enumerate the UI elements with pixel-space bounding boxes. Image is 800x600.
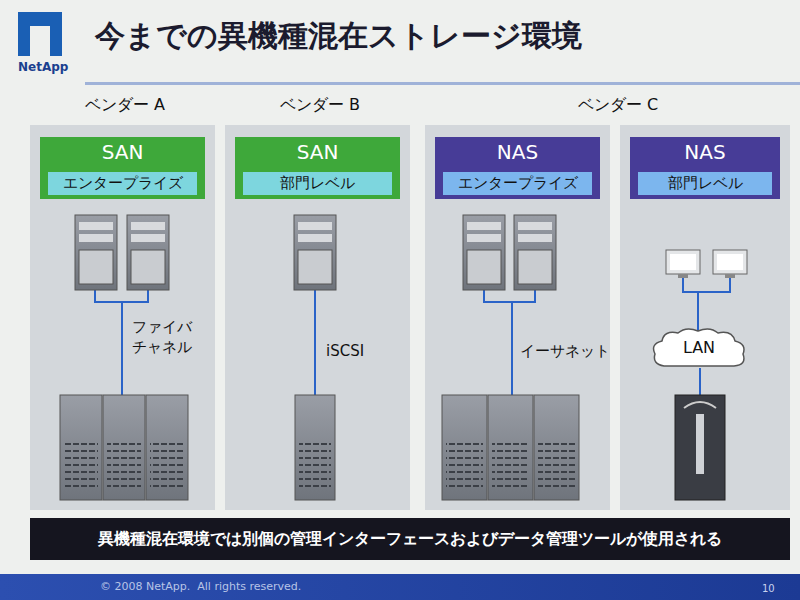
link-label: iSCSI: [326, 342, 364, 362]
type-band: NAS エンタープライズ: [435, 137, 600, 199]
link-label: イーサネット: [520, 342, 610, 362]
tier-band: 部門レベル: [638, 172, 772, 195]
tier-band: エンタープライズ: [443, 172, 592, 195]
tier-band-text: エンタープライズ: [63, 175, 183, 192]
vendor-label: ベンダー B: [280, 95, 360, 116]
client-pc: [666, 250, 747, 278]
type-band-text: SAN: [102, 141, 144, 164]
storage-array: [60, 395, 725, 500]
type-band-text: NAS: [684, 141, 725, 164]
title-rule: [85, 82, 800, 85]
tier-band: 部門レベル: [243, 172, 392, 195]
summary-bar: 異機種混在環境では別個の管理インターフェースおよびデータ管理ツールが使用される: [30, 518, 790, 560]
vendor-panel: [620, 125, 790, 510]
server-rack: [75, 215, 556, 290]
connection-wires: [95, 278, 730, 395]
vendor-panel: [225, 125, 410, 510]
lan-cloud-text: LAN: [683, 339, 715, 357]
vendor-panel: [425, 125, 610, 510]
type-band: NAS 部門レベル: [630, 137, 780, 199]
copyright: © 2008 NetApp. All rights reserved.: [100, 580, 301, 594]
type-band-text: NAS: [497, 141, 538, 164]
page-number: 10: [762, 582, 775, 595]
tier-band-text: エンタープライズ: [458, 175, 578, 192]
type-band-text: SAN: [297, 141, 339, 164]
link-label: ファイバ チャネル: [132, 318, 202, 357]
tier-band: エンタープライズ: [48, 172, 197, 195]
tier-band-text: 部門レベル: [280, 175, 355, 192]
netapp-logo: [18, 12, 62, 56]
footer-bar: [0, 574, 800, 600]
type-band: SAN エンタープライズ: [40, 137, 205, 199]
type-band: SAN 部門レベル: [235, 137, 400, 199]
summary-bar-text: 異機種混在環境では別個の管理インターフェースおよびデータ管理ツールが使用される: [98, 530, 722, 548]
vendor-panel: [30, 125, 215, 510]
lan-cloud: LAN: [650, 326, 748, 370]
logo-text: NetApp: [18, 60, 68, 76]
tier-band-text: 部門レベル: [668, 175, 743, 192]
vendor-label: ベンダー A: [85, 95, 165, 116]
slide-title: 今までの異機種混在ストレージ環境: [95, 16, 582, 57]
vendor-label: ベンダー C: [578, 95, 658, 116]
